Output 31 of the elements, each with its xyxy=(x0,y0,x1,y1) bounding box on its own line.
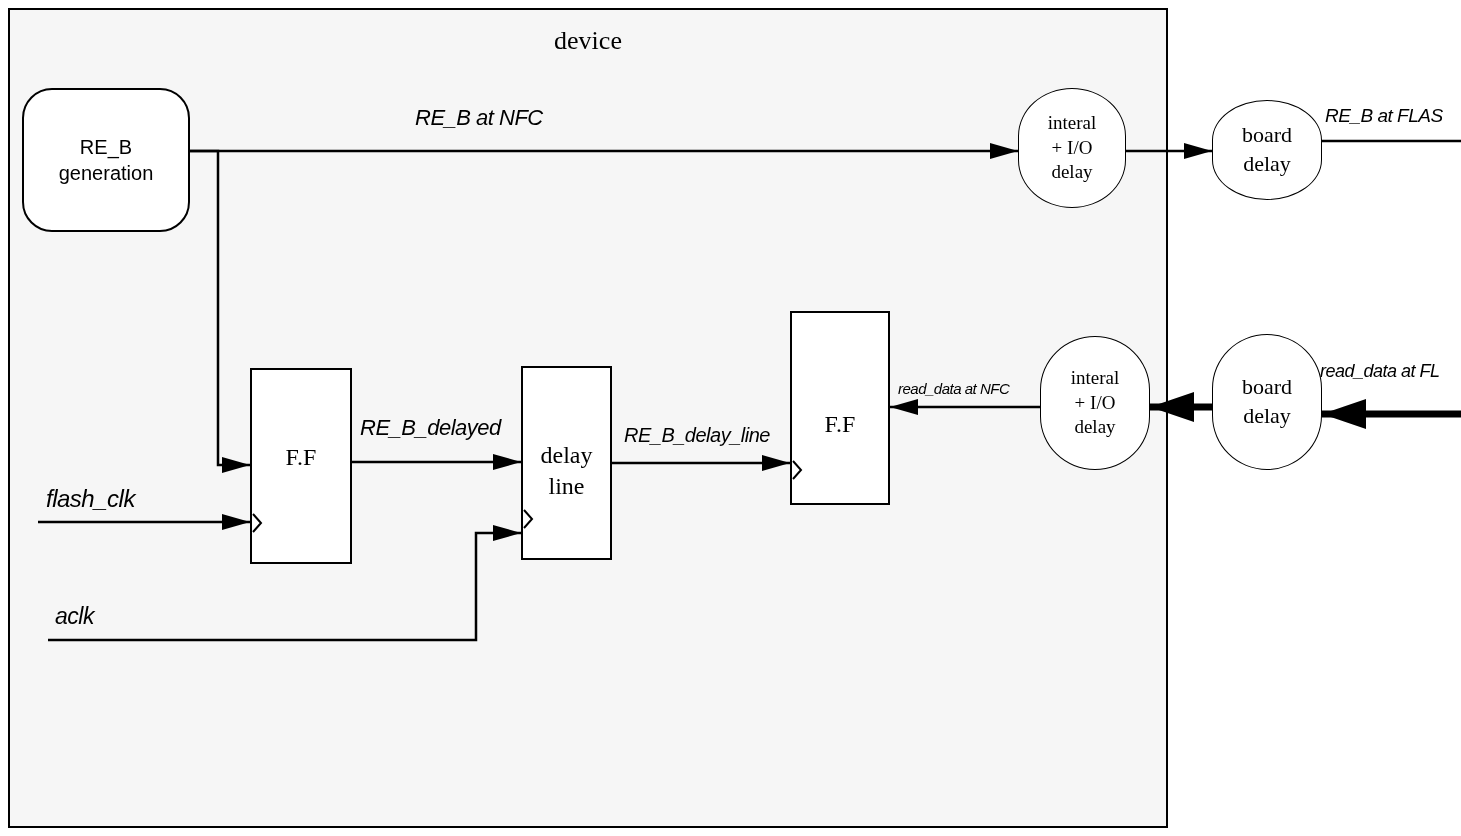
block-label: interal + I/O delay xyxy=(1070,365,1120,440)
signal-label: RE_B at FLAS xyxy=(1325,106,1443,127)
logic-block xyxy=(250,368,352,564)
signal-label: RE_B_delay_line xyxy=(624,424,770,446)
block-label: F.F xyxy=(824,410,856,439)
arrow xyxy=(190,149,250,473)
arrow xyxy=(352,454,521,470)
arrow xyxy=(890,399,1040,415)
arrow xyxy=(1126,143,1212,159)
arrow xyxy=(48,525,521,642)
device-boundary xyxy=(8,8,1168,828)
signal-label: RE_B at NFC xyxy=(415,106,543,131)
signal-label: RE_B_delayed xyxy=(360,416,501,441)
signal-label: aclk xyxy=(55,604,94,630)
container-title: device xyxy=(554,25,622,57)
arrow xyxy=(1150,392,1212,422)
arrow xyxy=(1322,399,1461,429)
arrow xyxy=(612,455,790,471)
block-label: F.F xyxy=(285,443,317,472)
block-label: board delay xyxy=(1241,373,1293,430)
signal-label: read_data at NFC xyxy=(898,381,1010,398)
block-label: RE_B generation xyxy=(58,135,154,186)
block-label: delay line xyxy=(540,441,593,502)
block-label: board delay xyxy=(1241,121,1293,178)
logic-block xyxy=(790,311,890,505)
arrow xyxy=(38,514,250,530)
logic-block xyxy=(521,366,612,560)
block-label: interal + I/O delay xyxy=(1047,110,1097,185)
process-box xyxy=(22,88,190,232)
signal-label: read_data at FL xyxy=(1320,362,1440,382)
signal-label: flash_clk xyxy=(46,486,135,513)
